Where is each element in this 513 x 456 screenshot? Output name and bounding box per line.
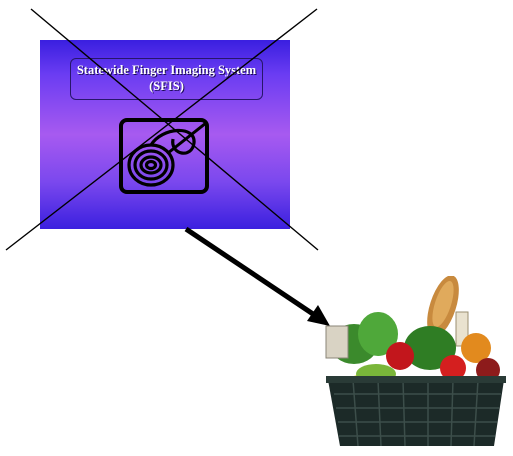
grocery-basket-icon	[318, 276, 513, 456]
